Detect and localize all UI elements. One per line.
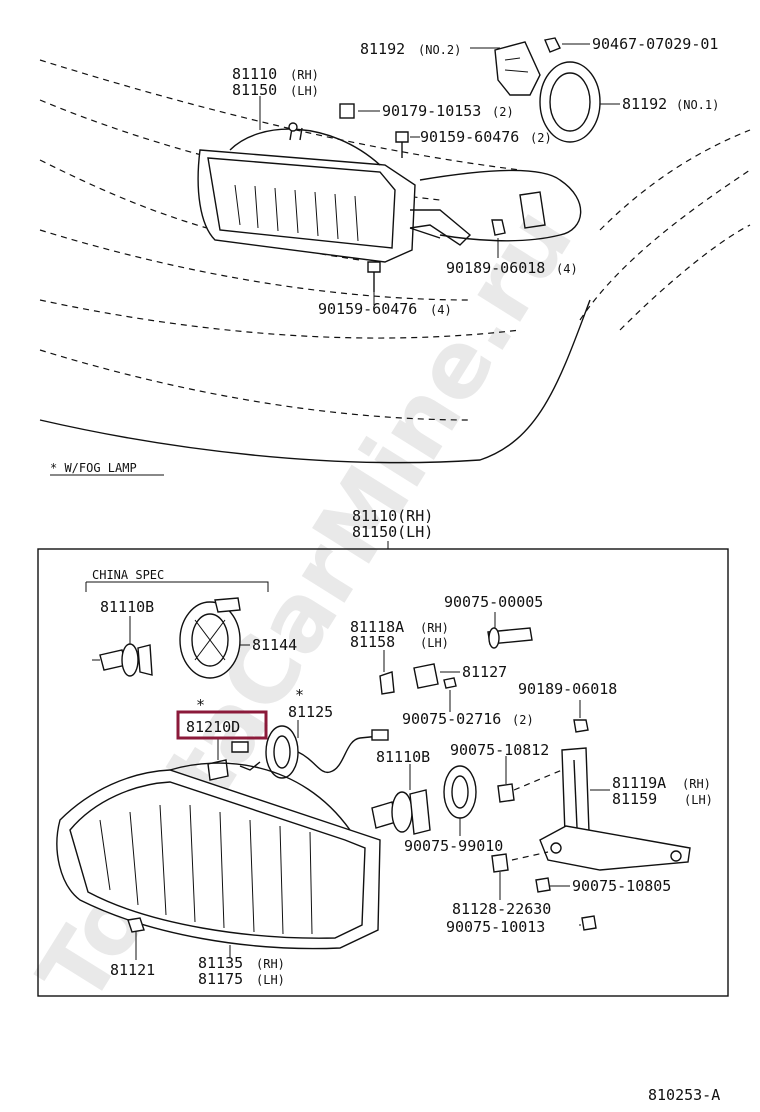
label-81128-22630: 81128-22630 xyxy=(452,900,551,918)
label-81125: 81125 xyxy=(288,703,333,721)
label-81175: 81175 xyxy=(198,970,243,988)
label-90075-00005: 90075-00005 xyxy=(444,593,543,611)
label-90179: 90179-10153 xyxy=(382,102,481,120)
label-81118a-note: (RH) xyxy=(420,621,449,635)
label-90075-99010: 90075-99010 xyxy=(404,837,503,855)
label-90189-06018: 90189-06018 xyxy=(518,680,617,698)
star-81125: * xyxy=(295,686,304,704)
bottom-callouts: 81110B 81144 90075-00005 81118A (RH) 811… xyxy=(100,593,720,1104)
label-81159: 81159 xyxy=(612,790,657,808)
china-spec-label: CHINA SPEC xyxy=(92,568,164,582)
label-90075-10013: 90075-10013 xyxy=(446,918,545,936)
top-exploded-view xyxy=(39,37,751,464)
label-81192-no1: 81192 xyxy=(622,95,667,113)
label-81110b-main: 81110B xyxy=(376,748,430,766)
label-90179-qty: (2) xyxy=(492,105,514,119)
label-81192-no1-note: (NO.1) xyxy=(676,98,719,112)
label-81150-lh-note: (LH) xyxy=(290,84,319,98)
label-81159-note: (LH) xyxy=(684,793,713,807)
label-90189: 90189-06018 xyxy=(446,259,545,277)
label-90159-a: 90159-60476 xyxy=(420,128,519,146)
label-81192-no2: 81192 xyxy=(360,40,405,58)
label-81127: 81127 xyxy=(462,663,507,681)
label-81144: 81144 xyxy=(252,636,297,654)
assembly-label-lh: 81150(LH) xyxy=(352,523,433,541)
label-90159-b: 90159-60476 xyxy=(318,300,417,318)
label-90159-a-qty: (2) xyxy=(530,131,552,145)
label-81110-rh: 81110 xyxy=(232,65,277,83)
label-81119a: 81119A xyxy=(612,774,666,792)
assembly-label-rh: 81110(RH) xyxy=(352,507,433,525)
label-81158: 81158 xyxy=(350,633,395,651)
label-90467: 90467-07029-01 xyxy=(592,35,718,53)
figure-id: 810253-A xyxy=(648,1086,720,1104)
assembly-frame xyxy=(37,548,729,997)
label-81175-note: (LH) xyxy=(256,973,285,987)
label-81135: 81135 xyxy=(198,954,243,972)
highlight-box-81210d xyxy=(176,710,268,740)
label-81118a: 81118A xyxy=(350,618,404,636)
top-callouts: 81192 (NO.2) 90467-07029-01 81110 (RH) 8… xyxy=(50,35,719,476)
label-90189-qty: (4) xyxy=(556,262,578,276)
label-81135-note: (RH) xyxy=(256,957,285,971)
label-81110b-china: 81110B xyxy=(100,598,154,616)
star-81210d: * xyxy=(196,696,205,714)
label-81119a-note: (RH) xyxy=(682,777,711,791)
footnote-fog-lamp: * W/FOG LAMP xyxy=(50,461,137,475)
label-81210d: 81210D xyxy=(186,718,240,736)
label-90075-10805: 90075-10805 xyxy=(572,877,671,895)
label-90075-02716: 90075-02716 xyxy=(402,710,501,728)
label-81110-rh-note: (RH) xyxy=(290,68,319,82)
label-81150-lh: 81150 xyxy=(232,81,277,99)
label-81192-no2-note: (NO.2) xyxy=(418,43,461,57)
label-90159-b-qty: (4) xyxy=(430,303,452,317)
bottom-exploded-view: * xyxy=(56,597,691,960)
label-81121: 81121 xyxy=(110,961,155,979)
label-81158-note: (LH) xyxy=(420,636,449,650)
label-90075-02716-qty: (2) xyxy=(512,713,534,727)
label-90075-10812: 90075-10812 xyxy=(450,741,549,759)
